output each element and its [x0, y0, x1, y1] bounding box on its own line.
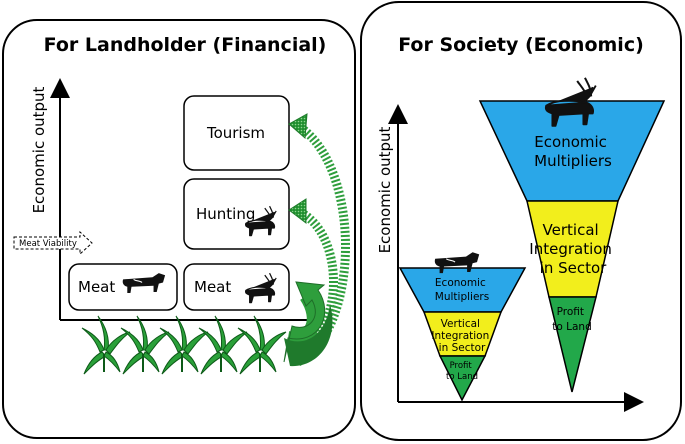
box-tourism: Tourism [183, 95, 290, 171]
small-funnel-profit-label: Profit to Land [446, 361, 478, 382]
left-y-axis-label: Economic output [30, 86, 48, 213]
text-line: to Land [446, 372, 478, 382]
small-funnel-multipliers-label: Economic Multipliers [435, 277, 489, 303]
text-line: in Sector [439, 342, 486, 354]
small-funnel-integration-label: Vertical Integration in Sector [431, 318, 492, 354]
right-panel-title: For Society (Economic) [398, 34, 644, 56]
text-line: Vertical [543, 221, 599, 239]
text-line: Integration [431, 330, 489, 342]
right-panel: For Society (Economic) Economic output E… [360, 1, 682, 441]
small-funnel-profit [438, 355, 487, 402]
green-curved-arrow-to-hunting [288, 198, 338, 359]
grass-plants [81, 315, 287, 375]
text-line: Economic [435, 277, 486, 289]
grass-plant [237, 315, 287, 375]
large-funnel-profit-label: Profit to Land [552, 306, 591, 333]
right-panel-frame [360, 1, 682, 441]
text-line: Integration [529, 240, 612, 258]
text-line: in Sector [540, 259, 607, 277]
small-funnel [398, 267, 527, 402]
large-funnel-integration-label: Vertical Integration in Sector [529, 221, 616, 277]
grass-plant [159, 315, 209, 375]
left-panel: For Landholder (Financial) Economic outp… [2, 19, 356, 439]
large-funnel-multipliers-label: Economic Multipliers [534, 133, 612, 170]
text-line: Multipliers [534, 152, 612, 170]
text-line: Profit [557, 306, 584, 318]
text-line: Multipliers [435, 291, 489, 303]
box-meat-cattle-label: Meat [78, 278, 115, 296]
box-hunting-label: Hunting [196, 205, 255, 223]
green-solid-arrow-to-meat [283, 281, 333, 367]
meat-viability-arrow: Meat Viability [13, 230, 93, 256]
grass-plant [81, 315, 131, 375]
right-y-axis-label: Economic output [376, 126, 394, 253]
left-panel-title: For Landholder (Financial) [44, 34, 327, 56]
box-meat-antelope-label: Meat [194, 278, 231, 296]
text-line: to Land [552, 321, 591, 333]
box-tourism-label: Tourism [206, 124, 265, 142]
box-meat-cattle: Meat [68, 263, 178, 311]
meat-viability-label: Meat Viability [19, 239, 77, 249]
large-funnel-profit [548, 296, 597, 393]
grass-plant [198, 315, 248, 375]
left-panel-frame [2, 19, 356, 439]
large-funnel [478, 100, 666, 393]
text-line: Vertical [441, 318, 480, 330]
text-line: Profit [450, 361, 473, 371]
grass-plant [120, 315, 170, 375]
text-line: Economic [534, 133, 607, 151]
box-hunting: Hunting [183, 178, 290, 250]
box-meat-antelope: Meat [183, 263, 290, 311]
